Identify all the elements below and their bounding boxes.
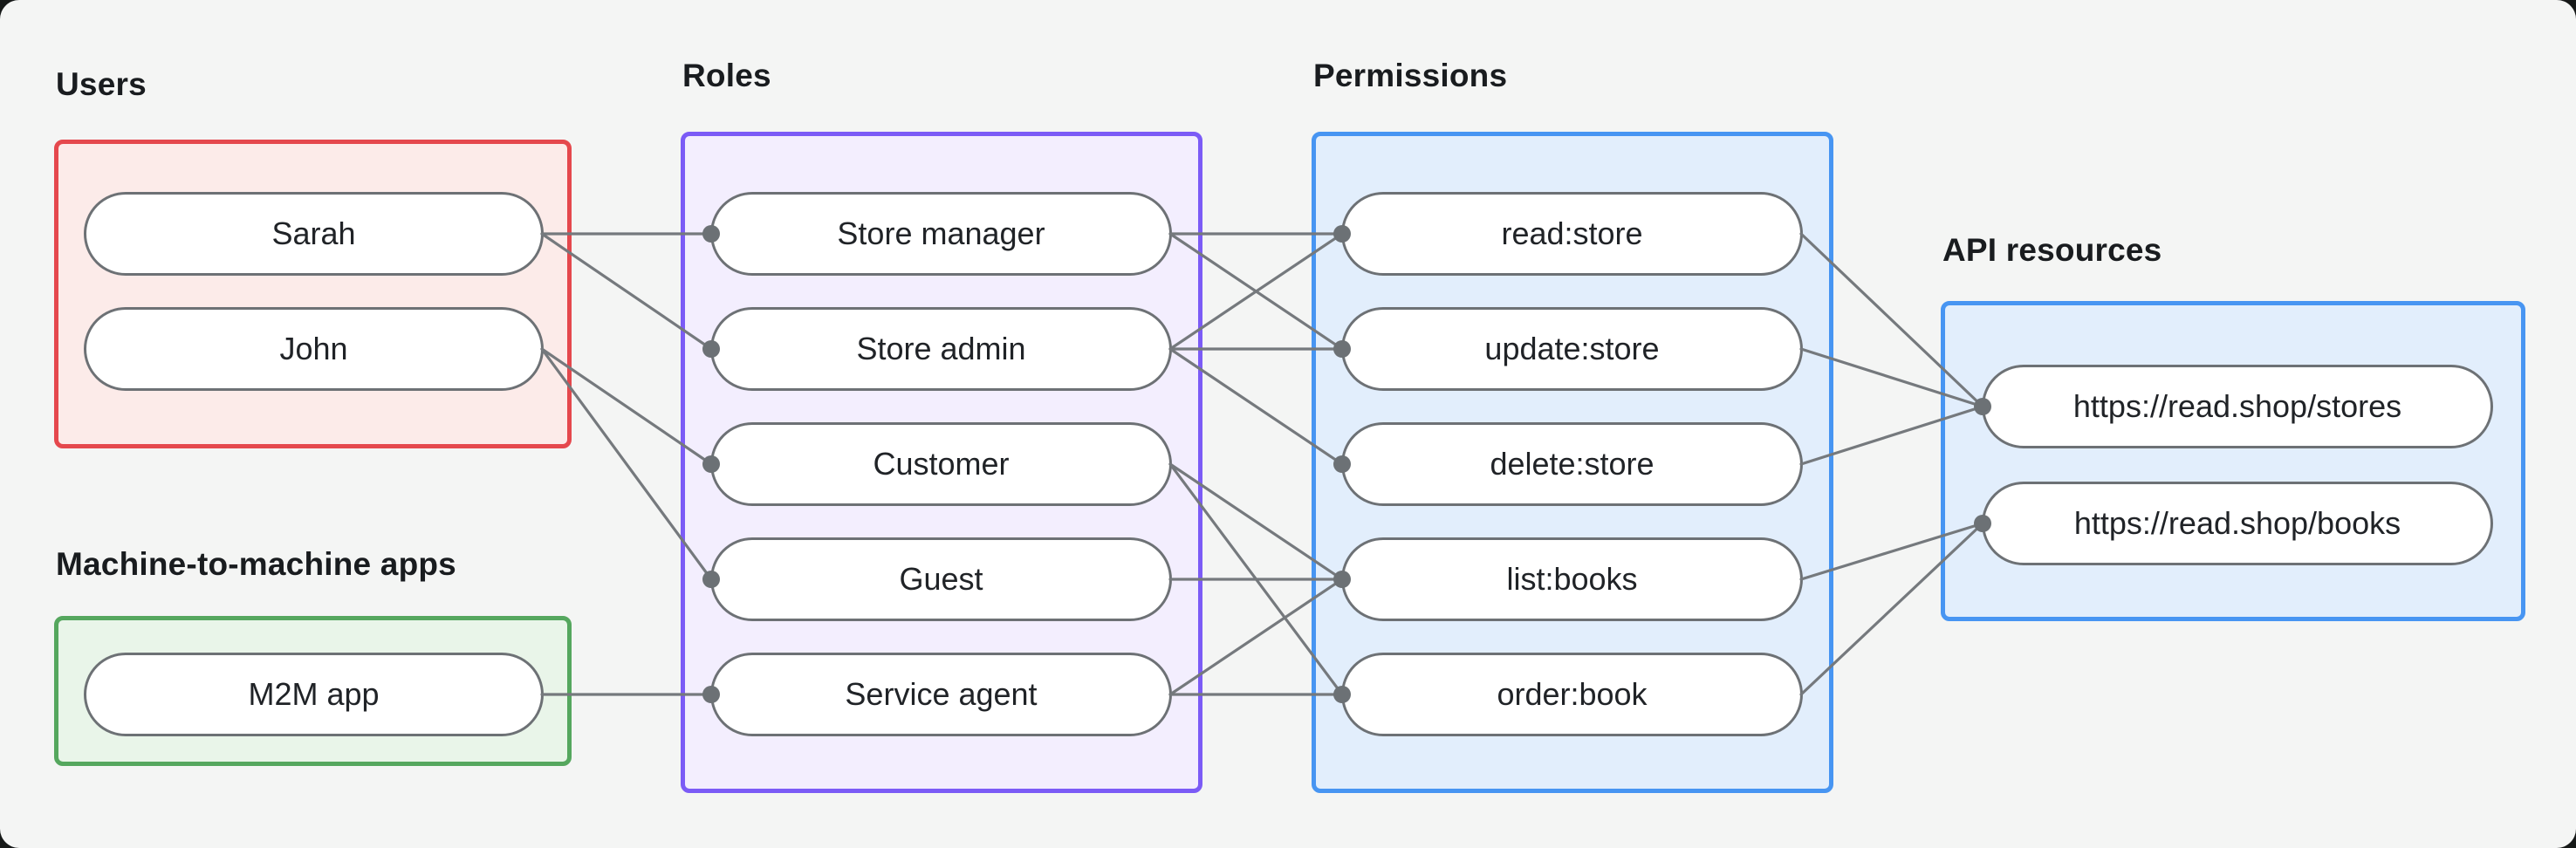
node-api-resource-stores: https://read.shop/stores bbox=[1982, 365, 2493, 448]
node-api-resource-books: https://read.shop/books bbox=[1982, 482, 2493, 565]
node-user-sarah: Sarah bbox=[84, 192, 544, 276]
node-m2m-app: M2M app bbox=[84, 653, 544, 736]
node-permission-read-store: read:store bbox=[1341, 192, 1803, 276]
node-user-john: John bbox=[84, 307, 544, 391]
machine-to-machine-group-label: Machine-to-machine apps bbox=[56, 546, 456, 582]
node-role-customer: Customer bbox=[710, 422, 1172, 506]
api-resources-group-box bbox=[1941, 301, 2525, 621]
node-role-store-admin: Store admin bbox=[710, 307, 1172, 391]
users-group-label: Users bbox=[56, 66, 147, 102]
node-permission-list-books: list:books bbox=[1341, 537, 1803, 621]
node-role-service-agent: Service agent bbox=[710, 653, 1172, 736]
permissions-group-label: Permissions bbox=[1313, 58, 1508, 93]
node-permission-delete-store: delete:store bbox=[1341, 422, 1803, 506]
node-permission-update-store: update:store bbox=[1341, 307, 1803, 391]
roles-group-label: Roles bbox=[682, 58, 771, 93]
api-resources-group-label: API resources bbox=[1942, 232, 2162, 268]
users-group-box bbox=[54, 140, 572, 448]
node-permission-order-book: order:book bbox=[1341, 653, 1803, 736]
node-role-guest: Guest bbox=[710, 537, 1172, 621]
node-role-store-manager: Store manager bbox=[710, 192, 1172, 276]
